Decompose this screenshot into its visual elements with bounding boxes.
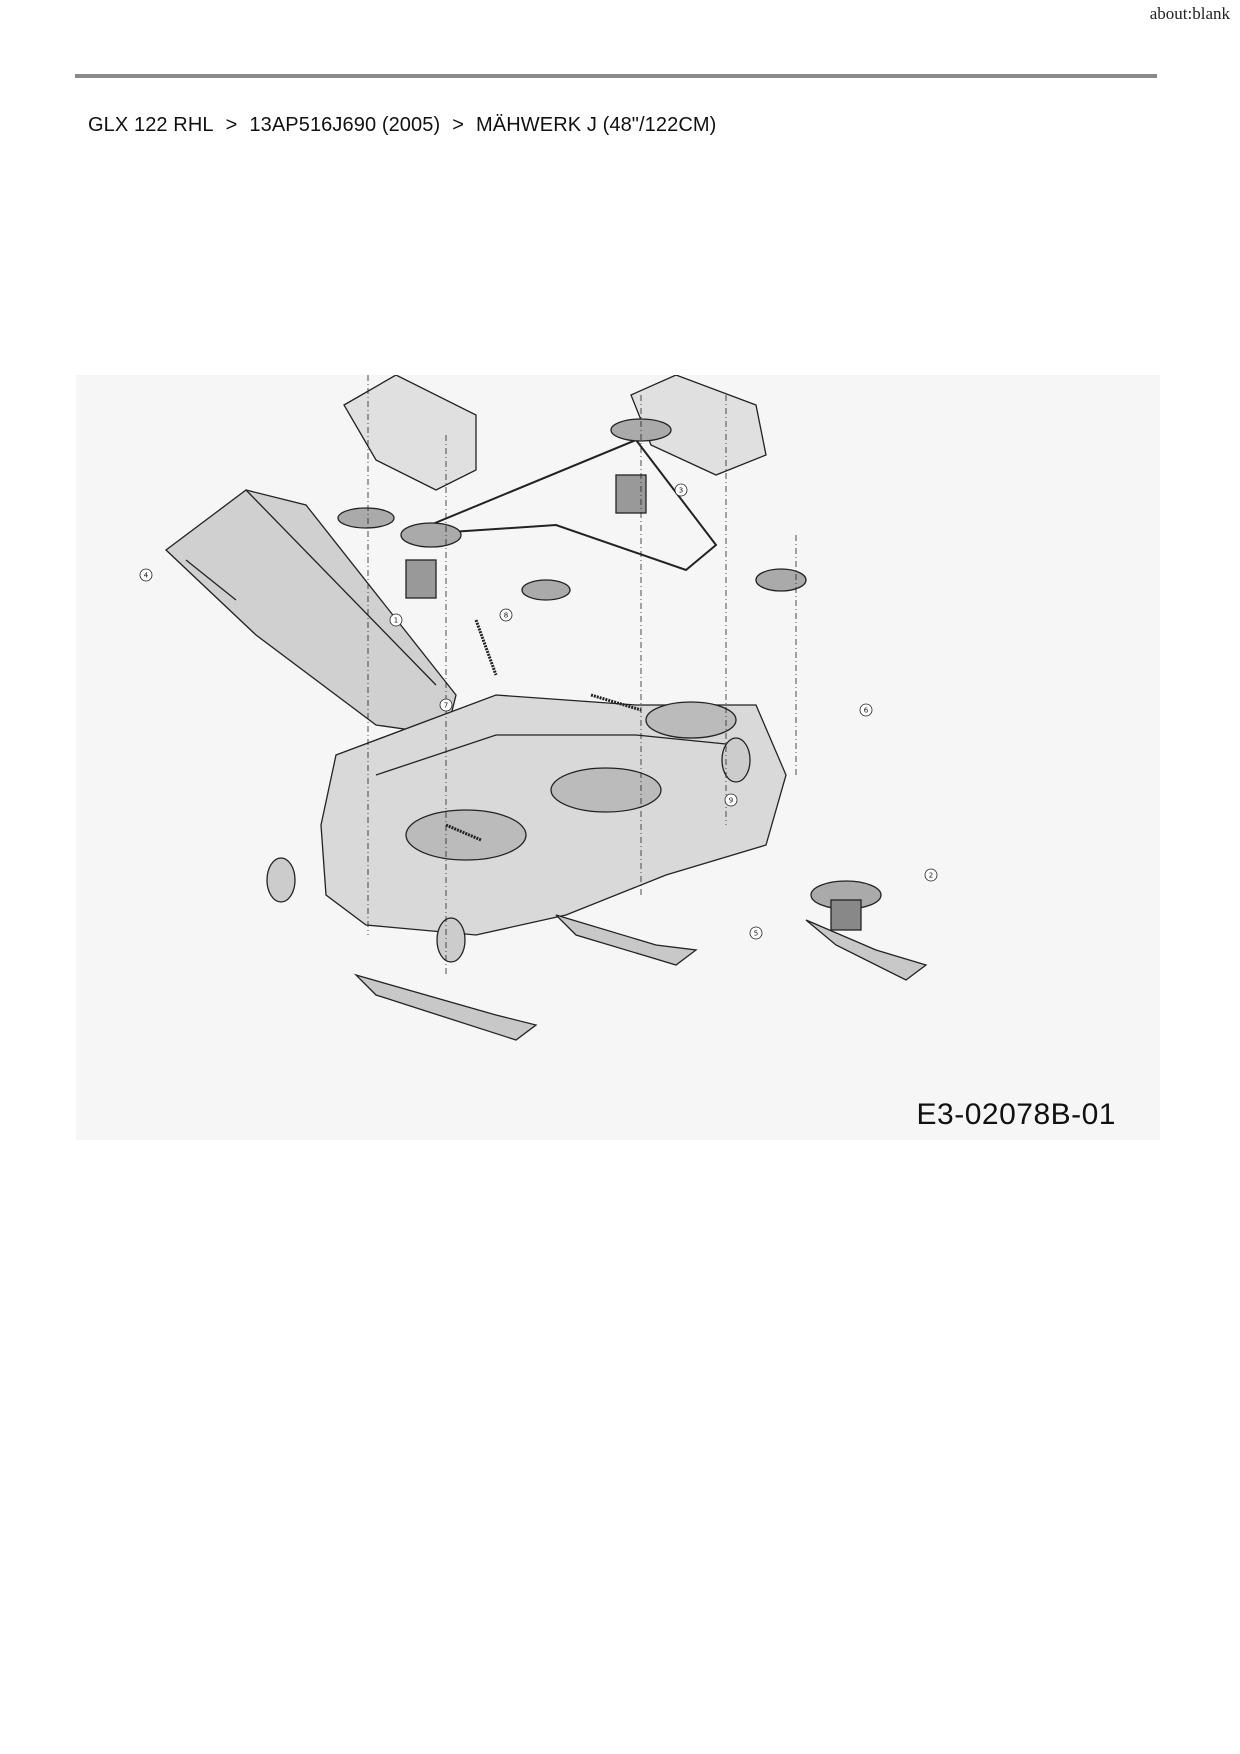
left-gauge-wheel xyxy=(266,857,296,903)
callout-number: 8 xyxy=(504,612,508,620)
callout-c11: 3 xyxy=(674,483,688,497)
callout-c43: 2 xyxy=(924,868,938,882)
spare-spindle-housing xyxy=(830,899,862,931)
deck-ridge xyxy=(375,734,737,776)
breadcrumb: GLX 122 RHL >13AP516J690 (2005) > MÄHWERK J… xyxy=(88,114,716,137)
callout-number: 5 xyxy=(754,930,758,938)
callout-c27: 6 xyxy=(859,703,873,717)
callout-number: 7 xyxy=(444,702,448,710)
callout-c41: 9 xyxy=(724,793,738,807)
diagram-code: E3-02078B-01 xyxy=(916,1098,1116,1131)
callout-c07: 4 xyxy=(139,568,153,582)
deck-linework xyxy=(164,375,928,1041)
part-callouts: 11 4 3 1 2 5 6 7 9 8 xyxy=(139,483,938,940)
drive-belt xyxy=(405,438,718,572)
browser-url: about:blank xyxy=(1149,4,1230,23)
callout-number: 3 xyxy=(679,487,683,495)
exploded-parts-diagram: 11 4 3 1 2 5 6 7 9 8 E3-02078B-01 xyxy=(76,375,1160,1140)
breadcrumb-item-model[interactable]: GLX 122 RHL xyxy=(88,114,214,136)
left-pulley xyxy=(337,507,395,529)
idler-pulley xyxy=(400,522,462,548)
chute-edge xyxy=(185,489,437,686)
alignment-lines xyxy=(367,375,797,975)
breadcrumb-item-variant[interactable]: 13AP516J690 (2005) xyxy=(249,114,441,136)
callout-number: 1 xyxy=(394,617,398,625)
tension-springs xyxy=(445,619,642,842)
right-blade-well xyxy=(645,701,737,739)
center-blade-well xyxy=(550,767,662,813)
callout-number: 6 xyxy=(864,707,869,715)
right-blade xyxy=(805,919,928,981)
breadcrumb-separator: > xyxy=(225,114,238,136)
left-spindle xyxy=(405,559,437,599)
callout-c57: 5 xyxy=(749,926,763,940)
right-idler-pulley xyxy=(755,568,807,592)
callout-number: 2 xyxy=(929,872,933,880)
left-belt-cover xyxy=(343,375,477,491)
right-gauge-wheel xyxy=(721,737,751,783)
center-idler-pulley xyxy=(521,579,571,601)
breadcrumb-separator: > xyxy=(452,114,465,136)
left-blade xyxy=(353,973,538,1041)
center-blade xyxy=(555,914,698,966)
callout-number: 9 xyxy=(729,797,733,805)
callout-c36: 7 xyxy=(439,698,453,712)
callout-c26: 8 xyxy=(499,608,513,622)
header-divider xyxy=(75,74,1157,78)
callout-number: 4 xyxy=(144,572,149,580)
right-belt-cover xyxy=(630,375,767,476)
mower-deck-drawing: 11 4 3 1 2 5 6 7 9 8 xyxy=(76,375,1160,1140)
front-gauge-wheel xyxy=(436,917,466,963)
callout-c24: 1 xyxy=(389,613,403,627)
center-spindle xyxy=(615,474,647,514)
breadcrumb-item-assembly: MÄHWERK J (48"/122CM) xyxy=(476,114,717,136)
